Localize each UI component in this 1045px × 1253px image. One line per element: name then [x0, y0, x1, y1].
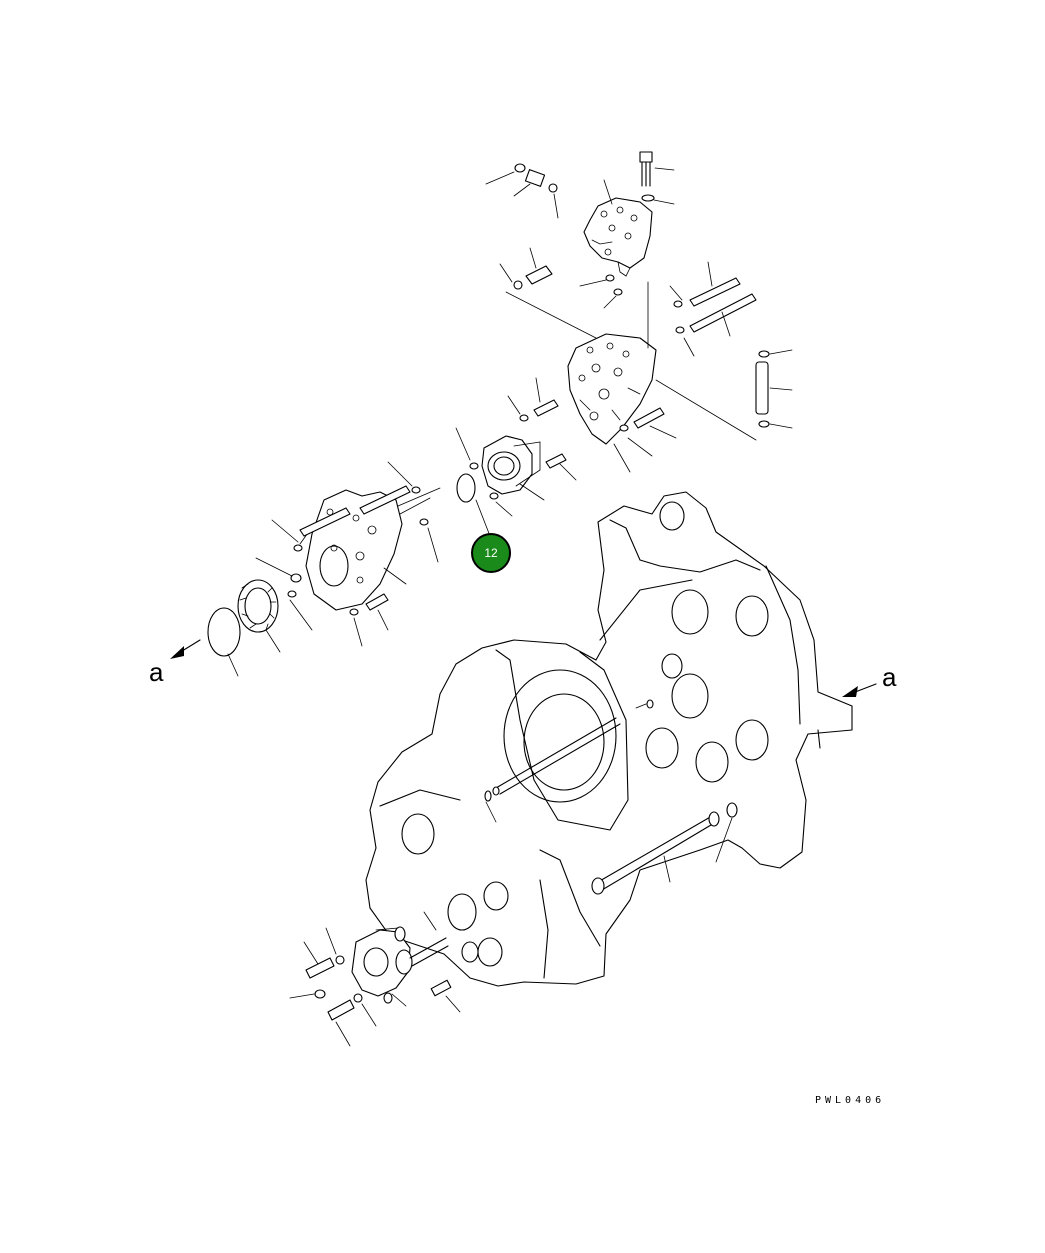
- pump-body-group: [255, 461, 441, 647]
- drawing-code: PWL0406: [815, 1095, 885, 1106]
- upper-valve-assembly: [485, 151, 675, 339]
- section-marker-right: a: [882, 662, 897, 692]
- callout-12[interactable]: 12: [471, 533, 511, 573]
- flange-group: [455, 427, 577, 537]
- callout-label: 12: [484, 546, 498, 560]
- callout-badge[interactable]: [471, 533, 511, 573]
- gear-and-cover: [170, 579, 281, 677]
- section-marker-left: a: [149, 657, 164, 687]
- mid-valve-block: [507, 261, 793, 473]
- lower-cover-assembly: [289, 911, 461, 1047]
- transmission-case: [365, 491, 877, 987]
